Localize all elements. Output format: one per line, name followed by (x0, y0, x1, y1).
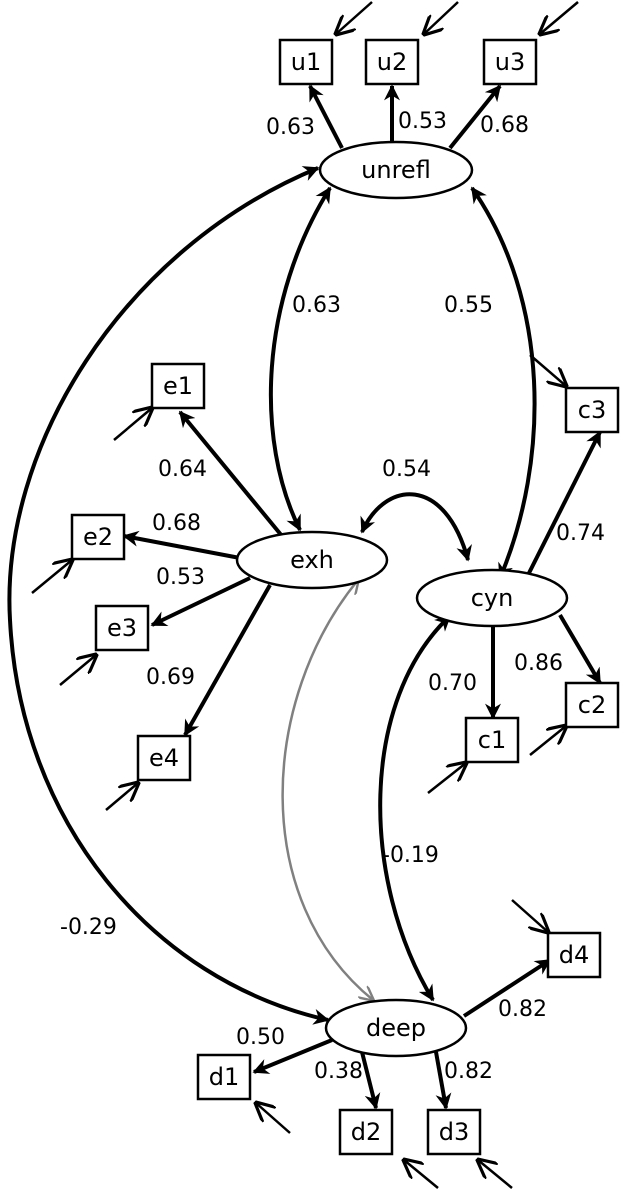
path-exh-e3 (150, 576, 251, 627)
indicator-node-d1: d1 (196, 1053, 252, 1101)
loading-label-e3: 0.53 (156, 565, 205, 590)
error-arrow-d3 (478, 1160, 513, 1189)
indicator-label-u2: u2 (377, 48, 407, 76)
indicator-label-e3: e3 (107, 614, 137, 642)
error-arrow-e4 (105, 783, 138, 811)
latent-label-exh: exh (290, 546, 334, 574)
path-unrefl-u1 (308, 84, 344, 149)
indicator-node-u3: u3 (482, 38, 538, 86)
loading-label-d1: 0.50 (236, 1025, 285, 1050)
indicator-label-d2: d2 (351, 1118, 382, 1146)
path-deep-d4 (462, 958, 552, 1018)
latent-node-exh: exh (235, 530, 389, 590)
curve-exh-cyn (360, 492, 472, 562)
indicator-label-c1: c1 (478, 726, 506, 754)
loading-label-d2: 0.38 (314, 1059, 363, 1084)
path-exh-e1 (178, 410, 284, 538)
latent-label-cyn: cyn (471, 584, 514, 612)
path-deep-d3 (434, 1051, 452, 1110)
latent-label-unrefl: unrefl (361, 156, 431, 184)
indicator-node-e3: e3 (94, 604, 150, 652)
residual-arrows (31, 1, 579, 1189)
curve-unrefl-deep (7, 166, 330, 1025)
loading-label-c3: 0.74 (556, 521, 605, 546)
indicator-node-d4: d4 (546, 931, 602, 979)
curve-unrefl-exh (268, 186, 332, 532)
indicator-node-d3: d3 (426, 1108, 482, 1156)
latent-label-deep: deep (366, 1014, 426, 1042)
indicator-label-d3: d3 (439, 1118, 470, 1146)
error-arrow-e1 (113, 408, 152, 441)
correlation-label-unrefl-deep: -0.29 (60, 915, 117, 940)
error-arrow-c3 (529, 354, 566, 386)
path-unrefl-u3 (448, 84, 502, 150)
loading-label-e2: 0.68 (152, 511, 201, 536)
error-arrow-d1 (256, 1103, 291, 1134)
indicator-node-e4: e4 (136, 734, 192, 782)
loading-label-c2: 0.86 (514, 651, 563, 676)
path-deep-d2 (360, 1051, 381, 1110)
loading-label-c1: 0.70 (428, 671, 477, 696)
indicator-node-d2: d2 (338, 1108, 394, 1156)
curve-exh-deep (281, 580, 373, 1000)
indicator-label-d1: d1 (209, 1063, 240, 1091)
loading-label-e1: 0.64 (158, 457, 207, 482)
loading-label-e4: 0.69 (146, 665, 195, 690)
loading-labels: 0.63 0.53 0.68 0.64 0.68 0.53 0.69 0.70 … (146, 109, 605, 1084)
latent-node-cyn: cyn (415, 568, 569, 628)
loading-label-d4: 0.82 (498, 997, 547, 1022)
path-deep-d1 (252, 1038, 333, 1074)
error-arrow-u1 (336, 1, 373, 34)
indicator-node-u1: u1 (278, 38, 334, 86)
error-arrow-e3 (59, 655, 96, 686)
error-arrow-c1 (427, 763, 466, 794)
correlation-labels: 0.63 0.55 0.54 -0.19 -0.29 (60, 293, 493, 940)
curve-cyn-deep (378, 614, 452, 1002)
error-arrow-d2 (404, 1160, 439, 1189)
loading-label-d3: 0.82 (444, 1059, 493, 1084)
indicator-label-e2: e2 (83, 523, 113, 551)
indicator-label-d4: d4 (559, 941, 590, 969)
indicator-label-e1: e1 (163, 372, 193, 400)
path-exh-e2 (122, 530, 241, 560)
path-cyn-c2 (558, 613, 602, 685)
indicator-node-e2: e2 (70, 513, 126, 561)
latent-nodes: unrefl exh cyn deep (235, 140, 569, 1058)
indicator-nodes: u1 u2 u3 e1 e2 e3 e4 c1 (70, 38, 620, 1156)
correlation-label-unrefl-cyn: 0.55 (444, 293, 493, 318)
indicator-node-c1: c1 (464, 716, 520, 764)
correlation-label-exh-cyn: 0.54 (382, 457, 431, 482)
correlation-label-cyn-deep: -0.19 (382, 843, 439, 868)
path-exh-e4 (183, 584, 272, 737)
loading-label-u1: 0.63 (266, 115, 315, 140)
loading-paths (122, 84, 602, 1110)
correlation-label-unrefl-exh: 0.63 (292, 293, 341, 318)
indicator-node-u2: u2 (364, 38, 420, 86)
error-arrow-u2 (424, 1, 459, 34)
indicator-label-c2: c2 (578, 691, 606, 719)
indicator-node-e1: e1 (150, 362, 206, 410)
error-arrow-e2 (31, 560, 72, 594)
indicator-label-u1: u1 (291, 48, 321, 76)
indicator-node-c3: c3 (564, 386, 620, 434)
error-arrow-d4 (511, 899, 548, 932)
error-arrow-c2 (529, 726, 566, 756)
error-arrow-u3 (540, 1, 579, 34)
indicator-label-c3: c3 (578, 396, 606, 424)
indicator-node-c2: c2 (564, 681, 620, 729)
latent-node-deep: deep (324, 998, 468, 1058)
indicator-label-u3: u3 (495, 48, 525, 76)
path-cyn-c3 (526, 430, 602, 576)
indicator-label-e4: e4 (149, 744, 179, 772)
correlation-curves (7, 166, 537, 1025)
curve-unrefl-cyn (470, 186, 537, 580)
loading-label-u2: 0.53 (398, 109, 447, 134)
loading-label-u3: 0.68 (480, 113, 529, 138)
latent-node-unrefl: unrefl (318, 140, 474, 200)
